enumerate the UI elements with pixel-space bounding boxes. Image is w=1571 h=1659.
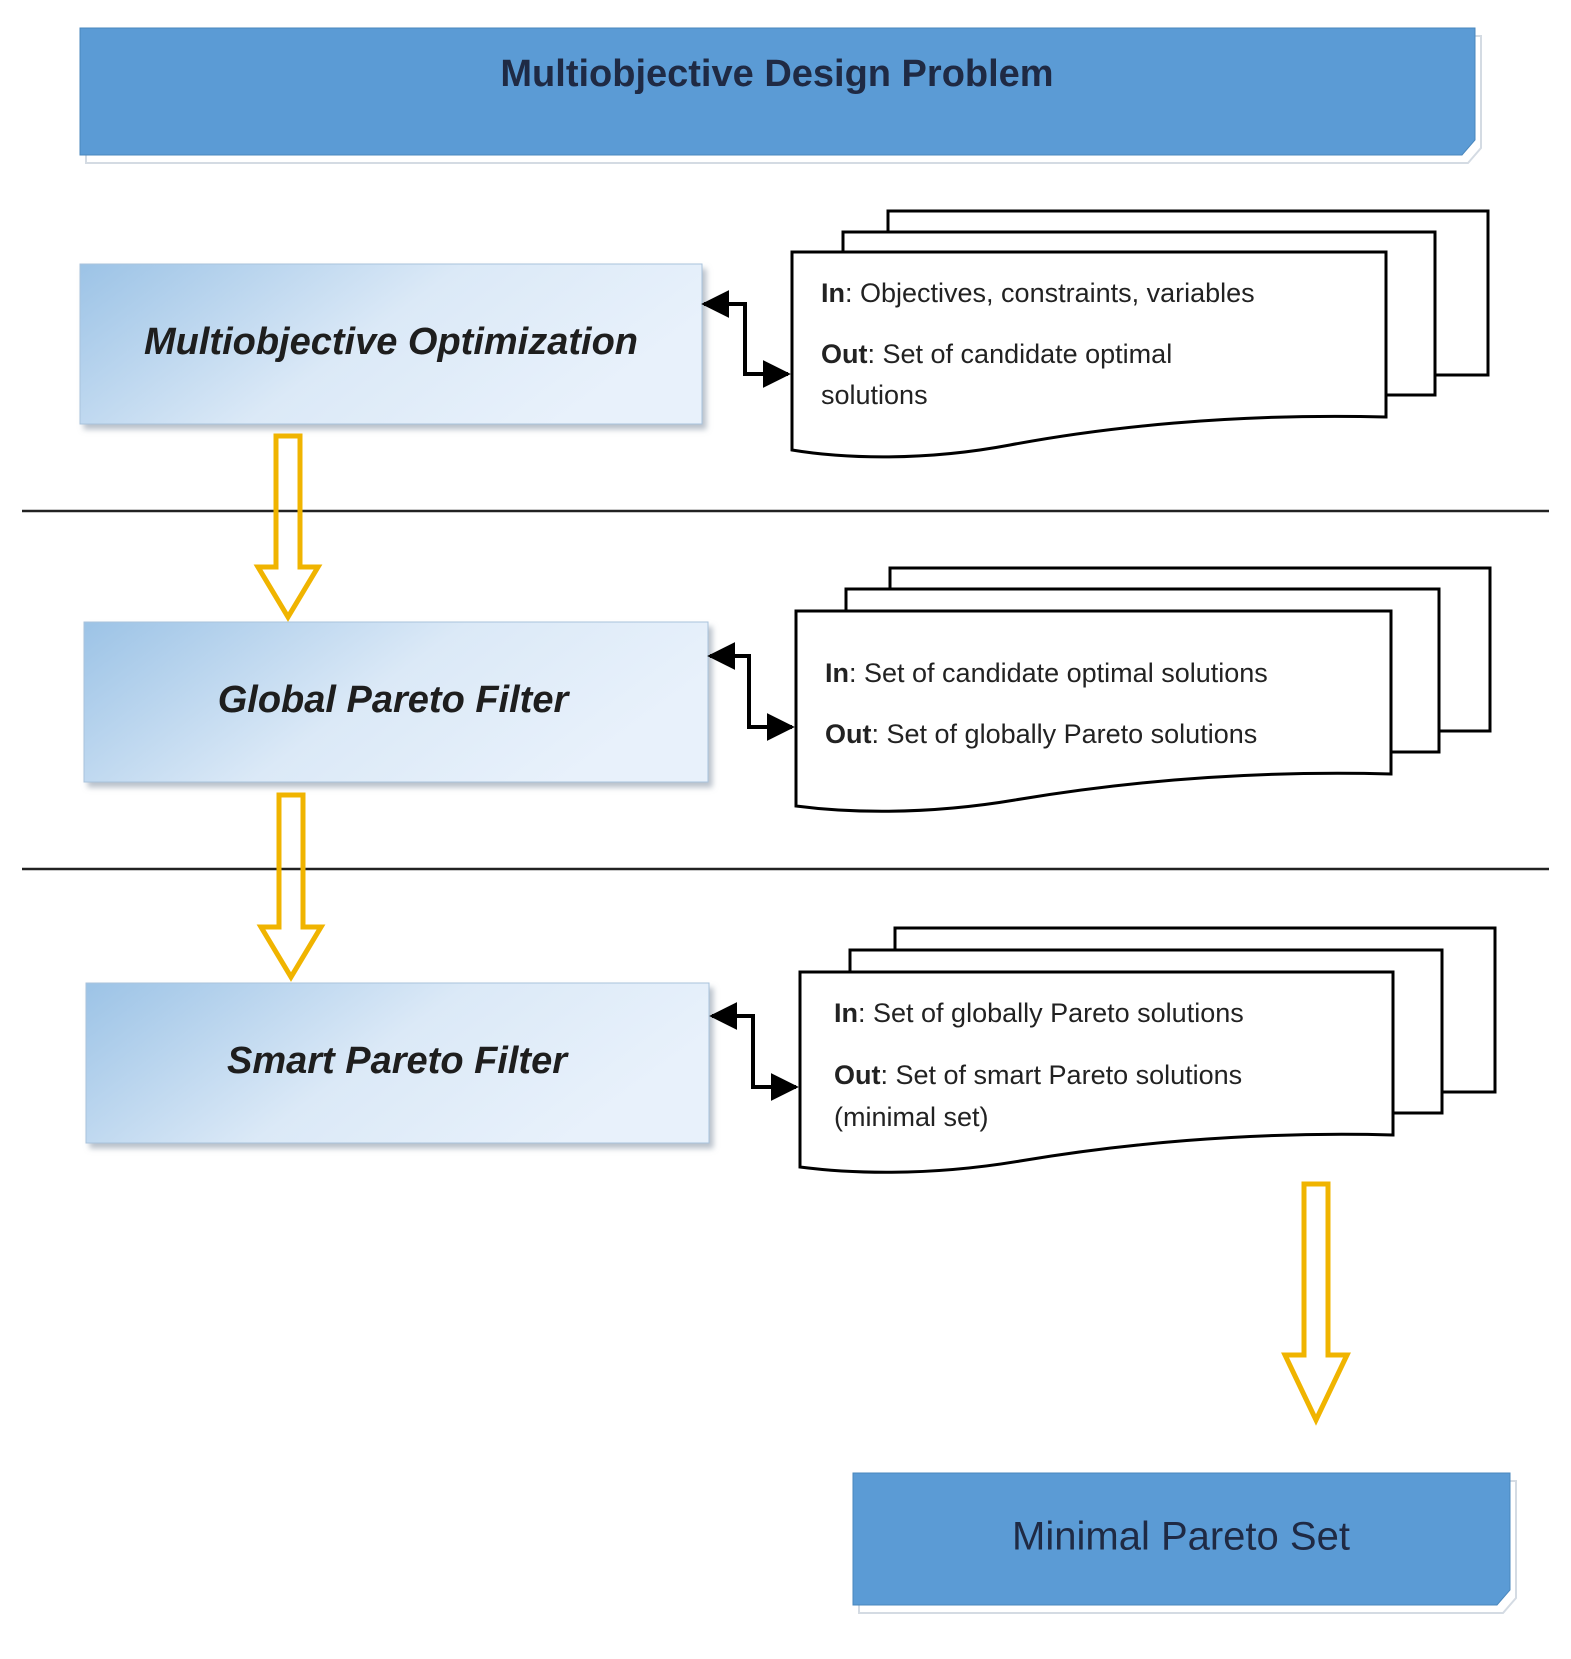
step-label: Multiobjective Optimization — [144, 321, 638, 363]
result-title: Minimal Pareto Set — [1012, 1515, 1350, 1559]
svg-text:Out: Set of candidate optimal: Out: Set of candidate optimal — [821, 339, 1172, 369]
double-headed-elbow-arrow-icon — [701, 290, 791, 388]
svg-text:Out: Set of globally Pareto so: Out: Set of globally Pareto solutions — [825, 719, 1257, 749]
problem-title: Multiobjective Design Problem — [500, 53, 1053, 95]
hollow-down-arrow-icon — [1281, 1181, 1351, 1426]
out-label: Out — [834, 1060, 881, 1090]
step-global-pareto-filter: Global Pareto Filter — [83, 621, 709, 783]
out-text: : Set of smart Pareto solutions — [881, 1060, 1243, 1090]
double-headed-elbow-arrow-icon — [709, 1002, 799, 1101]
svg-text:In: Objectives, constraints, v: In: Objectives, constraints, variables — [821, 278, 1255, 308]
svg-text:Out: Set of smart Pareto solut: Out: Set of smart Pareto solutions — [834, 1060, 1242, 1090]
in-label: In — [821, 278, 845, 308]
in-text: : Set of candidate optimal solutions — [849, 658, 1268, 688]
hollow-down-arrow-icon — [256, 792, 326, 982]
in-label: In — [825, 658, 849, 688]
svg-text:In: Set of globally Pareto sol: In: Set of globally Pareto solutions — [834, 998, 1244, 1028]
multi-document-icon: In: Objectives, constraints, variables O… — [790, 209, 1490, 459]
step-smart-pareto-filter: Smart Pareto Filter — [85, 982, 710, 1144]
out-text-continued: solutions — [821, 380, 928, 410]
multi-document-icon: In: Set of candidate optimal solutions O… — [794, 566, 1492, 813]
out-label: Out — [821, 339, 868, 369]
in-label: In — [834, 998, 858, 1028]
in-text: : Set of globally Pareto solutions — [858, 998, 1244, 1028]
problem-banner: Multiobjective Design Problem — [79, 27, 1482, 164]
svg-text:In: Set of candidate optimal s: In: Set of candidate optimal solutions — [825, 658, 1268, 688]
out-text: : Set of globally Pareto solutions — [872, 719, 1258, 749]
out-label: Out — [825, 719, 872, 749]
out-text: : Set of candidate optimal — [868, 339, 1173, 369]
double-headed-elbow-arrow-icon — [707, 642, 795, 741]
step-label: Global Pareto Filter — [218, 679, 571, 721]
out-text-continued: (minimal set) — [834, 1102, 989, 1132]
step-multiobjective-optimization: Multiobjective Optimization — [79, 263, 703, 425]
hollow-down-arrow-icon — [253, 433, 323, 622]
step-label: Smart Pareto Filter — [227, 1040, 569, 1082]
result-banner: Minimal Pareto Set — [852, 1472, 1517, 1614]
in-text: : Objectives, constraints, variables — [845, 278, 1255, 308]
multi-document-icon: In: Set of globally Pareto solutions Out… — [798, 926, 1497, 1174]
